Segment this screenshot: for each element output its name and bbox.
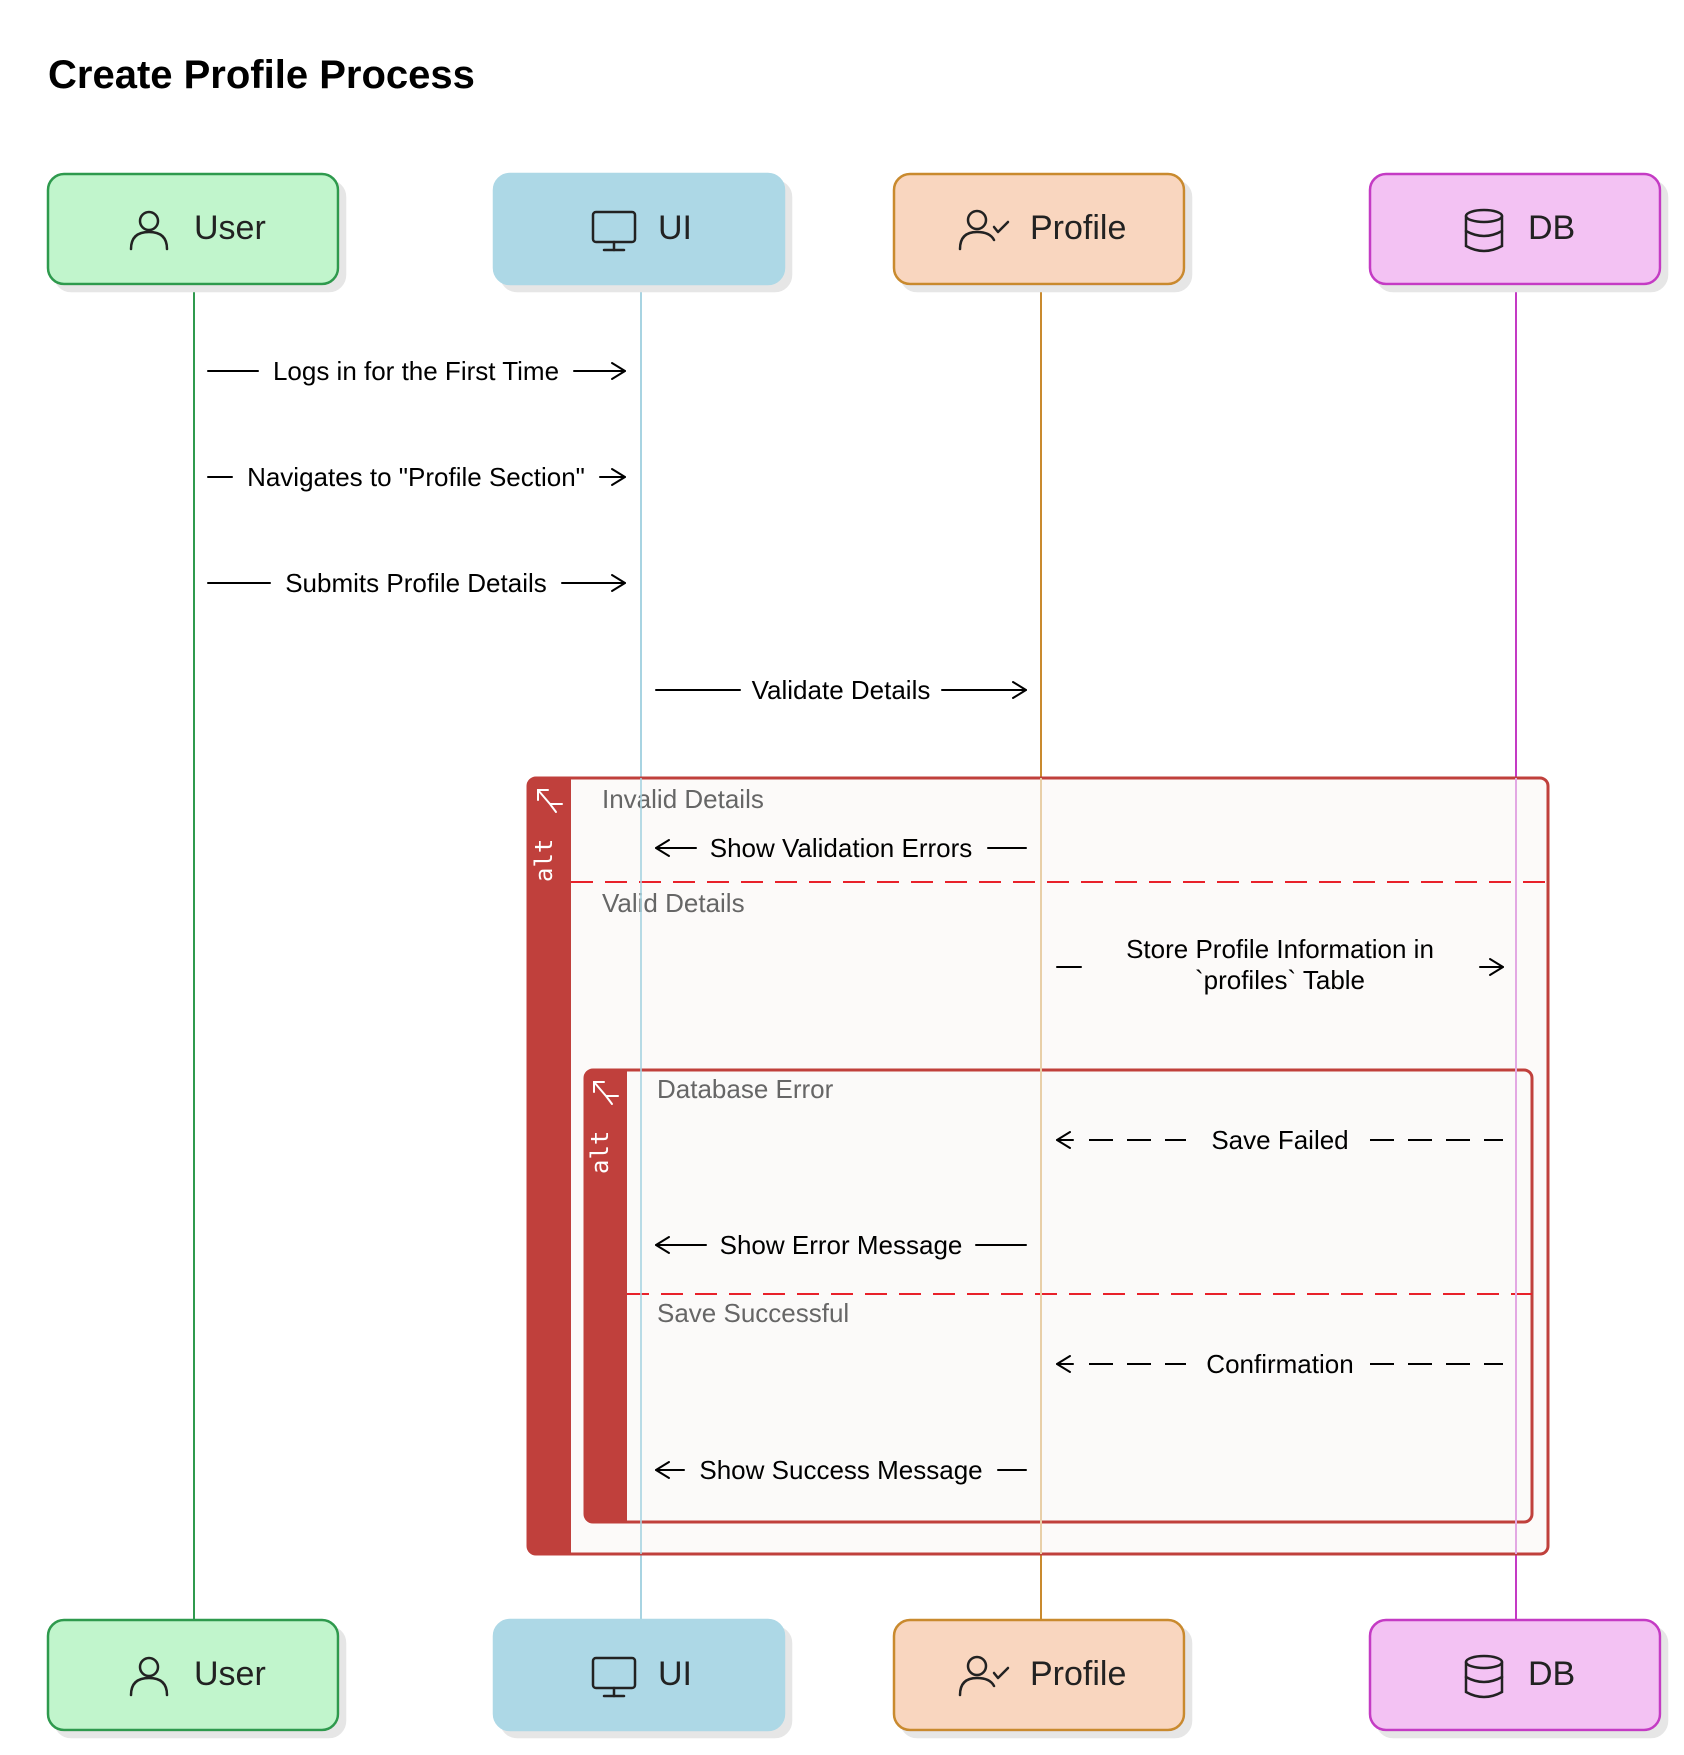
diagram-title: Create Profile Process [48, 53, 475, 97]
actor-profile-top[interactable]: Profile [892, 172, 1186, 286]
message-label: Show Error Message [720, 1230, 963, 1260]
actor-label: Profile [1030, 1655, 1126, 1693]
condition-invalid-details: Invalid Details [602, 784, 764, 814]
actor-label: DB [1528, 1655, 1575, 1693]
message-navigates: Navigates to "Profile Section" [207, 462, 626, 492]
message-show-error: Show Error Message [655, 1230, 1027, 1260]
actor-label: User [194, 209, 266, 247]
actor-db-top[interactable]: DB [1368, 172, 1662, 286]
alt-tag-inner: alt [586, 1131, 614, 1174]
actor-user-top[interactable]: User [46, 172, 340, 286]
user-check-icon [958, 209, 1010, 251]
actor-label: UI [658, 209, 692, 247]
message-store-profile: Store Profile Information in `profiles` … [1056, 934, 1504, 995]
message-label: Navigates to "Profile Section" [247, 462, 585, 492]
actor-label: DB [1528, 209, 1575, 247]
branch-icon [593, 1081, 619, 1105]
user-check-icon [958, 1655, 1010, 1697]
monitor-icon [591, 1656, 637, 1698]
actor-label: Profile [1030, 209, 1126, 247]
actor-user-bottom[interactable]: User [46, 1618, 340, 1732]
user-icon [129, 1656, 169, 1697]
message-show-success: Show Success Message [655, 1455, 1027, 1485]
message-validate: Validate Details [655, 675, 1027, 705]
message-label: Show Success Message [699, 1455, 982, 1485]
user-icon [129, 210, 169, 251]
actor-label: UI [658, 1655, 692, 1693]
alt-tag-outer: alt [530, 839, 558, 882]
message-save-failed: Save Failed [1056, 1125, 1503, 1155]
message-label: Confirmation [1206, 1349, 1353, 1379]
message-label: Submits Profile Details [285, 568, 547, 598]
actor-label: User [194, 1655, 266, 1693]
message-show-validation-errors: Show Validation Errors [655, 833, 1027, 863]
message-label: Show Validation Errors [710, 833, 973, 863]
message-label: Save Failed [1211, 1125, 1348, 1155]
message-submits: Submits Profile Details [207, 568, 626, 598]
message-label: Validate Details [752, 675, 931, 705]
actor-ui-bottom[interactable]: UI [492, 1618, 786, 1732]
monitor-icon [591, 210, 637, 252]
message-confirmation: Confirmation [1056, 1349, 1503, 1379]
database-icon [1464, 1654, 1504, 1699]
database-icon [1464, 208, 1504, 253]
condition-save-successful: Save Successful [657, 1298, 849, 1328]
alt-frame-inner: alt Database Error Save Successful [583, 1068, 1534, 1524]
condition-valid-details: Valid Details [602, 888, 745, 918]
message-logs-in: Logs in for the First Time [207, 356, 626, 386]
actor-db-bottom[interactable]: DB [1368, 1618, 1662, 1732]
message-label-line1: Store Profile Information in [1126, 934, 1434, 964]
message-label: Logs in for the First Time [273, 356, 559, 386]
condition-database-error: Database Error [657, 1074, 834, 1104]
actor-profile-bottom[interactable]: Profile [892, 1618, 1186, 1732]
branch-icon [537, 789, 563, 813]
message-label-line2: `profiles` Table [1195, 965, 1365, 995]
actor-ui-top[interactable]: UI [492, 172, 786, 286]
